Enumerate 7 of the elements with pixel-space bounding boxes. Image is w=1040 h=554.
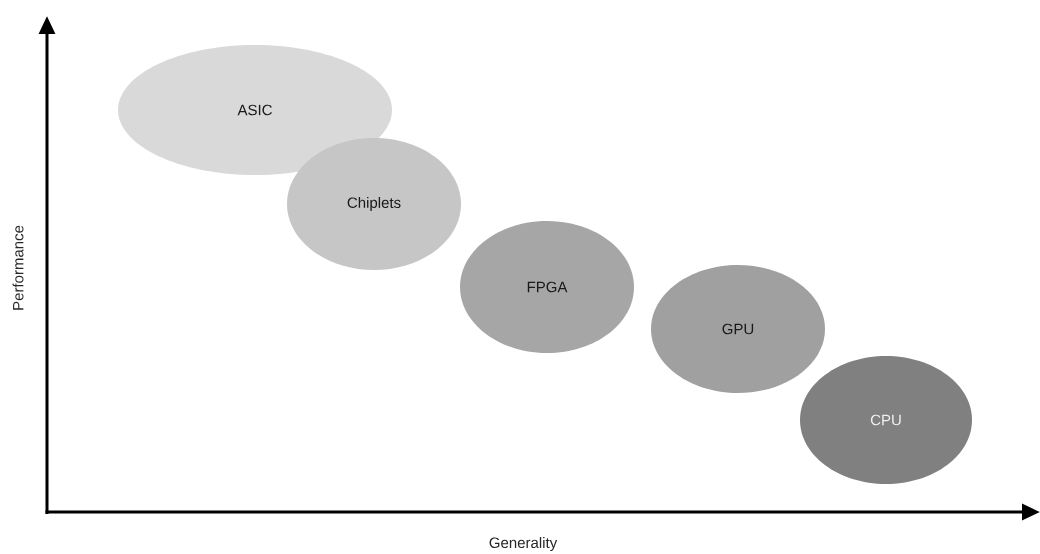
ellipse-node: CPU (800, 356, 972, 484)
ellipse-node: GPU (651, 265, 825, 393)
axis-label: Performance (12, 225, 24, 310)
axis-label: Generality (489, 537, 558, 551)
ellipse-node: FPGA (460, 221, 634, 353)
ellipse-node: ASIC (118, 45, 392, 175)
ellipse-node: Chiplets (287, 138, 461, 270)
